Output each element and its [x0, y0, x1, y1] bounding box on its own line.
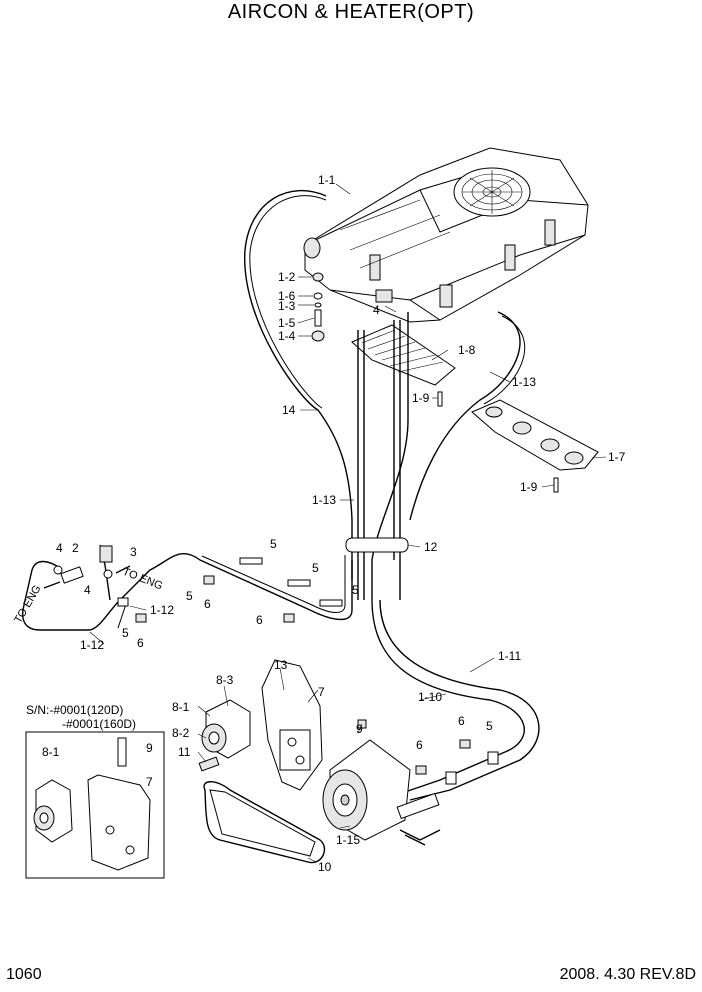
vent-assembly: [471, 399, 599, 471]
duct-grille: [351, 324, 456, 386]
callout-1-1: 1-1: [318, 173, 336, 187]
compressor: [322, 719, 441, 846]
callout-2: 2: [72, 541, 79, 555]
page-number: 1060: [6, 966, 42, 983]
callout-1-5: 1-5: [278, 316, 296, 330]
callout-8-1: 8-1: [172, 700, 190, 714]
callout-1-8: 1-8: [458, 343, 476, 357]
callout-6-d: 6: [458, 714, 465, 728]
callout-1-9-b: 1-9: [520, 480, 538, 494]
aircon-unit: [303, 147, 589, 323]
callout-6-c: 6: [256, 613, 263, 627]
callout-1-7: 1-7: [608, 450, 626, 464]
callout-5-c: 5: [270, 537, 277, 551]
callout-11: 11: [178, 745, 191, 759]
callout-1-3: 1-3: [278, 299, 296, 313]
callout-5-a: 5: [186, 589, 193, 603]
inset-callout-8-1: 8-1: [42, 745, 60, 759]
callout-1-13-top: 1-13: [512, 375, 536, 389]
callout-3: 3: [130, 545, 137, 559]
leader-lines: [89, 183, 607, 863]
callout-1-10: 1-10: [418, 690, 442, 704]
callout-6-b: 6: [137, 636, 144, 650]
callout-9: 9: [356, 722, 363, 736]
callout-1-11: 1-11: [498, 649, 521, 663]
callout-8-2: 8-2: [172, 726, 190, 740]
callout-4-low: 4: [84, 583, 91, 597]
mount-hardware: [311, 272, 325, 342]
callout-1-4: 1-4: [278, 329, 296, 343]
inset-callout-9: 9: [146, 741, 153, 755]
callout-4-top: 4: [373, 303, 380, 317]
callout-6-e: 6: [416, 738, 423, 752]
inset-callout-7: 7: [146, 775, 153, 789]
callout-4-left: 4: [56, 541, 63, 555]
callout-13: 13: [274, 658, 288, 672]
callout-1-13-mid: 1-13: [312, 493, 336, 507]
callout-10: 10: [318, 860, 332, 874]
callout-1-12-a: 1-12: [150, 603, 174, 617]
callout-12: 12: [424, 540, 438, 554]
revision-date: 2008. 4.30 REV.8D: [559, 966, 696, 983]
hose-clamps: [117, 557, 499, 785]
callout-8-3: 8-3: [216, 673, 234, 687]
callout-1-2: 1-2: [278, 270, 296, 284]
inset-serial-line-1: S/N:-#0001(120D): [26, 703, 124, 717]
inset-box: [25, 731, 165, 879]
hose-clamp: [345, 537, 409, 553]
hoses: [22, 189, 540, 801]
callout-14: 14: [282, 403, 296, 417]
callout-5-d: 5: [312, 561, 319, 575]
drive-belt: [203, 781, 326, 864]
inset-serial-line-2: -#0001(160D): [62, 717, 137, 731]
callout-1-6: 1-6: [278, 289, 296, 303]
label-to-eng-right: TO ENG: [121, 566, 164, 593]
callout-7: 7: [318, 685, 325, 699]
page-title: AIRCON & HEATER(OPT): [227, 1, 475, 23]
callout-5-e: 5: [352, 583, 359, 597]
bolts: [135, 575, 471, 775]
callout-5-b: 5: [122, 626, 129, 640]
heater-valve: [43, 545, 131, 589]
callout-1-15: 1-15: [336, 833, 360, 847]
callout-1-12-b: 1-12: [80, 638, 104, 652]
callout-1-9-a: 1-9: [412, 391, 430, 405]
callout-5-f: 5: [486, 719, 493, 733]
bracket-idler: [198, 659, 323, 791]
callout-6-a: 6: [204, 597, 211, 611]
